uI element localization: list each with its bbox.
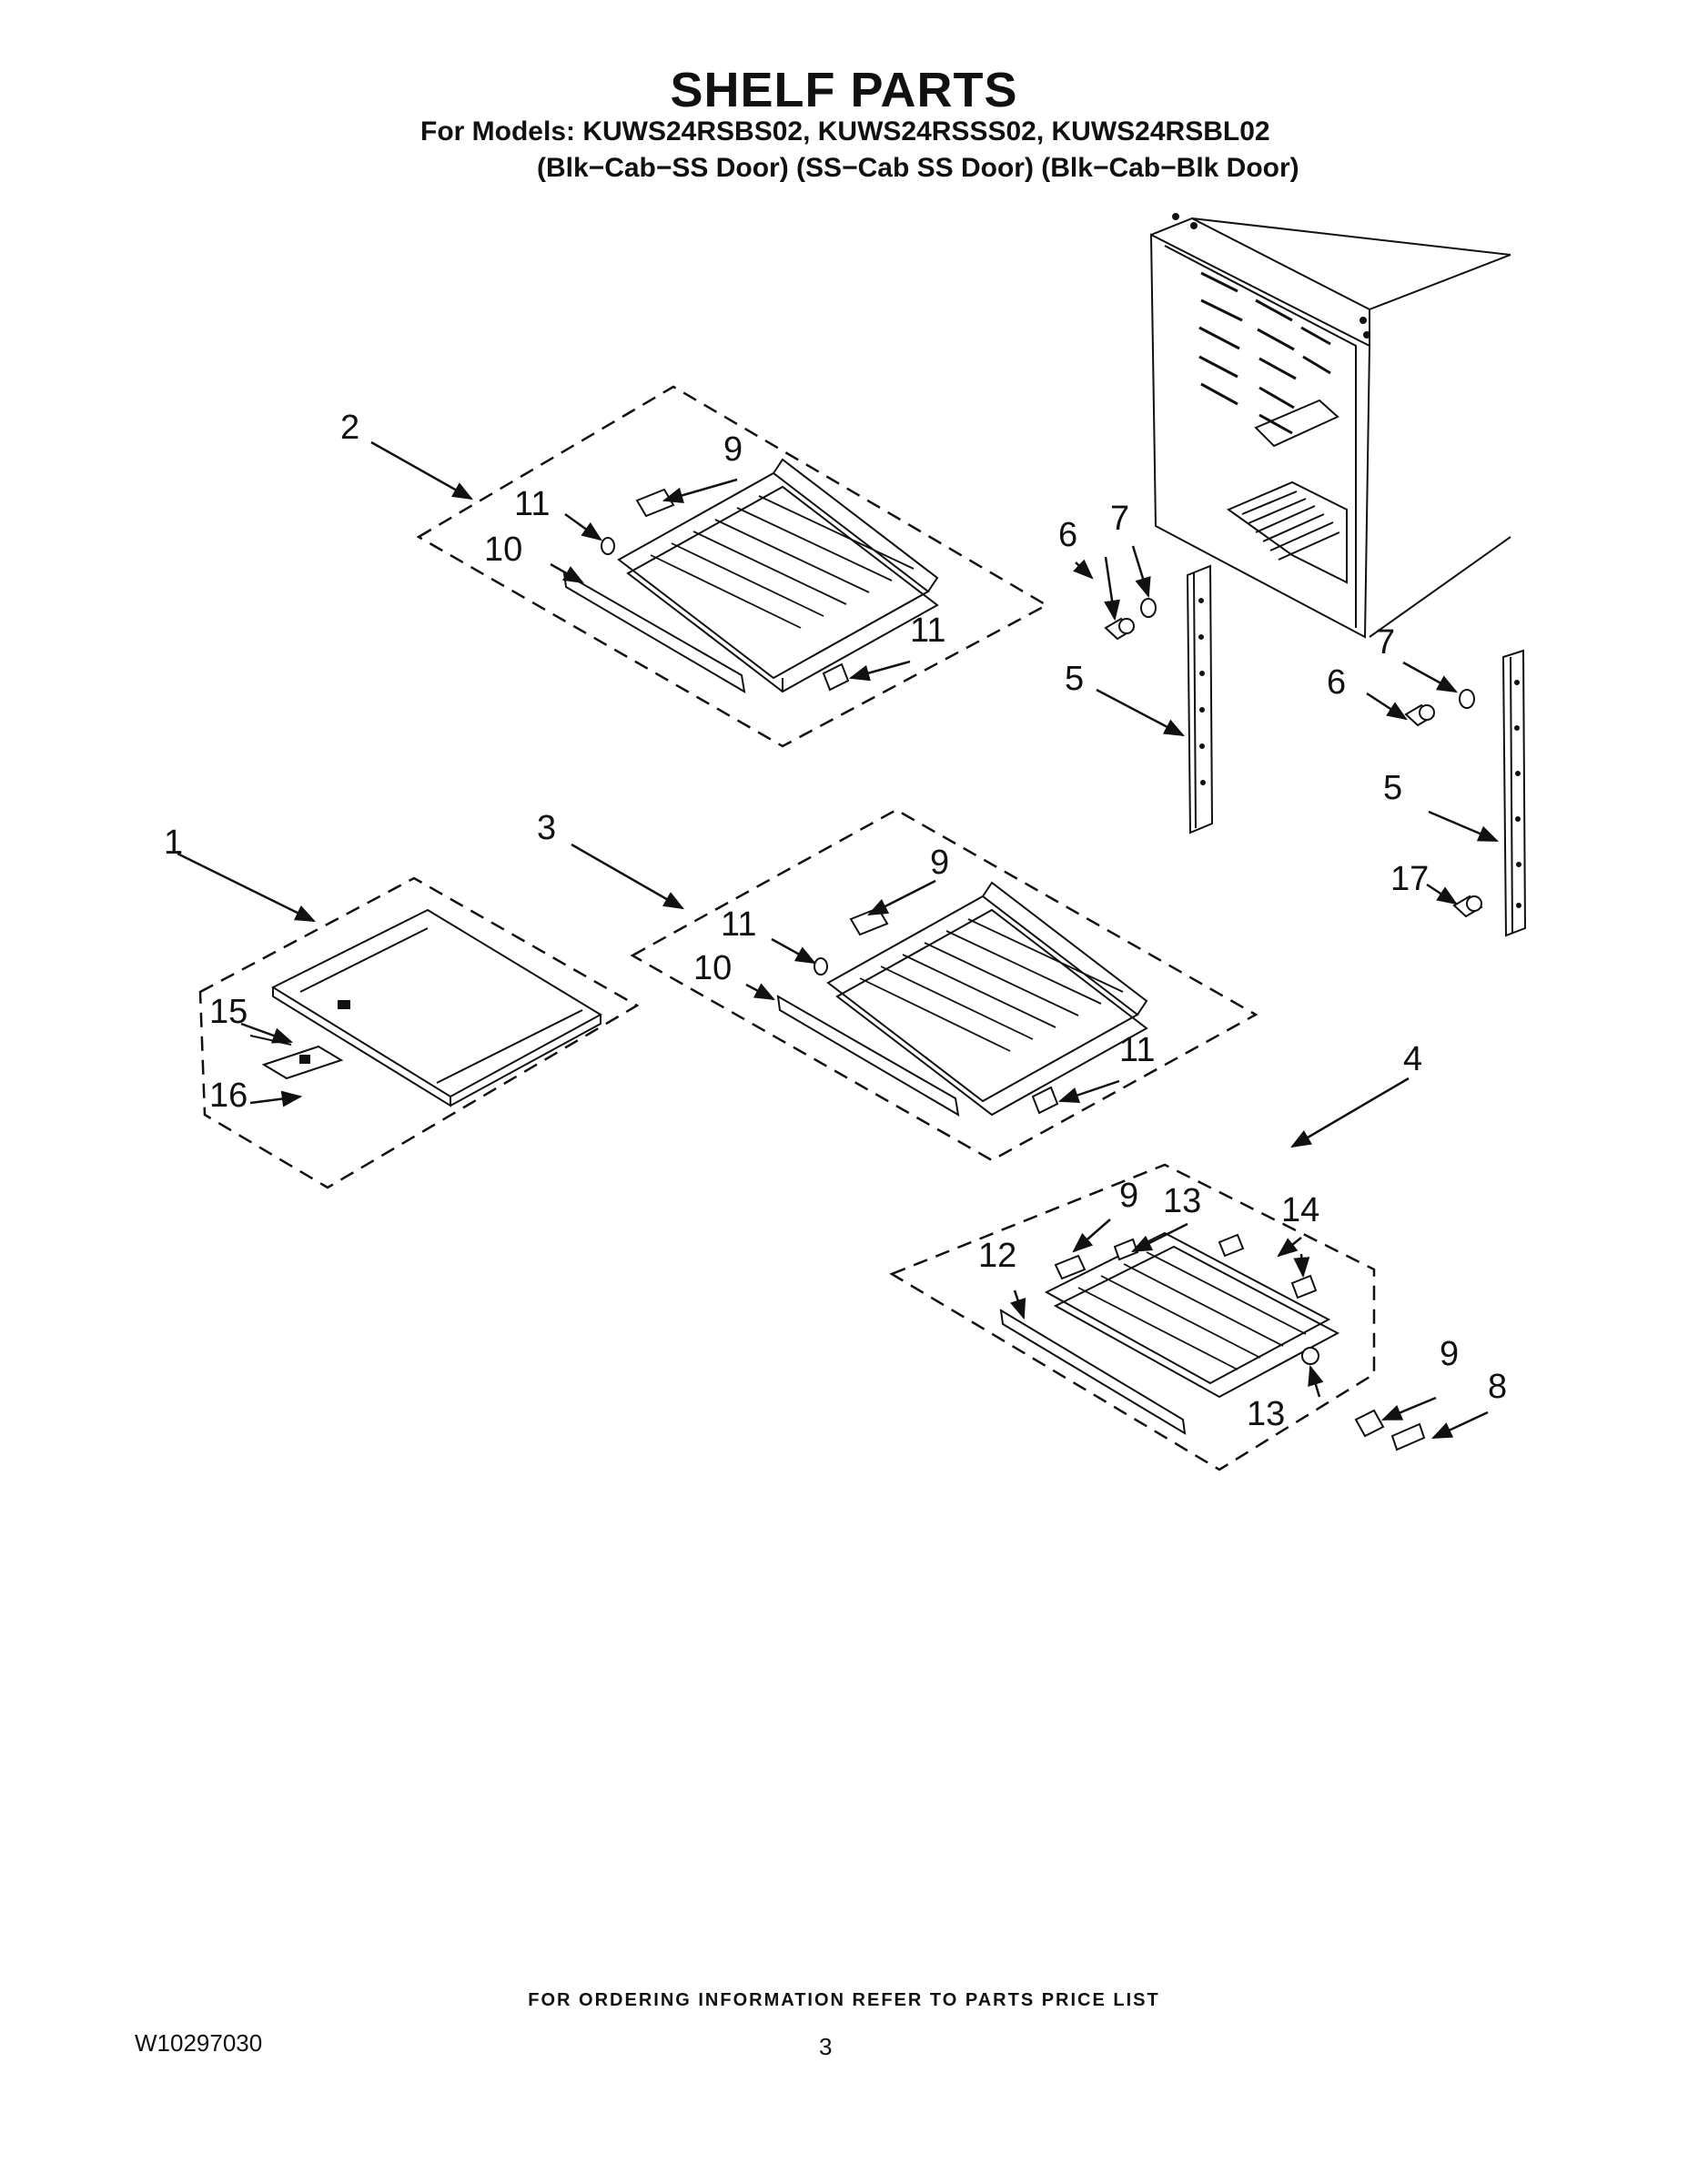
- callout-11-shelf2-right: 11: [910, 612, 945, 650]
- callout-10-shelf3: 10: [693, 949, 732, 987]
- callout-9-bracket: 9: [1440, 1335, 1459, 1373]
- callout-1: 1: [164, 824, 183, 862]
- callout-9-shelf3: 9: [930, 844, 949, 882]
- callout-11-shelf2-left: 11: [514, 485, 550, 523]
- callout-14: 14: [1281, 1191, 1319, 1229]
- callout-7-right: 7: [1376, 623, 1395, 662]
- shelf-assembly-3: [630, 808, 1258, 1162]
- callout-labels: 1 2 3 4 5 5 6 6 7 7 8 9 9 9 9 10 10 11 1…: [164, 409, 1507, 1433]
- page-number: 3: [819, 2033, 833, 2060]
- callout-11-shelf3-left: 11: [721, 905, 756, 944]
- document-id: W10297030: [135, 2029, 263, 2057]
- callout-13-top: 13: [1163, 1182, 1201, 1220]
- page-title: SHELF PARTS: [670, 63, 1018, 117]
- callout-11-shelf3-right: 11: [1119, 1031, 1155, 1069]
- shelf-rail-left: [1186, 564, 1214, 834]
- callout-17: 17: [1390, 860, 1429, 898]
- callout-8: 8: [1488, 1368, 1507, 1406]
- callout-7-left: 7: [1110, 500, 1129, 538]
- ordering-note: FOR ORDERING INFORMATION REFER TO PARTS …: [528, 1990, 1160, 2010]
- shelf-rail-right: [1501, 649, 1527, 937]
- callout-12: 12: [978, 1237, 1016, 1275]
- callout-5-left: 5: [1065, 660, 1084, 698]
- callout-9-drawer: 9: [1119, 1177, 1138, 1215]
- callout-10-shelf2: 10: [484, 531, 522, 569]
- shelf-assembly-1: [198, 876, 640, 1189]
- leader-lines: [177, 440, 1500, 1440]
- callout-4: 4: [1403, 1040, 1422, 1078]
- callout-6-left: 6: [1058, 516, 1077, 554]
- shelf-assembly-2: [416, 385, 1049, 748]
- variants-line: (Blk−Cab−SS Door) (SS−Cab SS Door) (Blk−…: [537, 153, 1299, 183]
- callout-2: 2: [340, 409, 359, 447]
- callout-5-right: 5: [1383, 769, 1402, 807]
- callout-13-bottom: 13: [1247, 1395, 1285, 1433]
- callout-6-right: 6: [1327, 663, 1346, 702]
- callout-3: 3: [537, 809, 556, 847]
- callout-9-shelf2: 9: [723, 430, 743, 469]
- callout-15: 15: [209, 993, 248, 1031]
- shelf-assembly-4: [889, 1163, 1426, 1471]
- cabinet-drawing: [1149, 213, 1511, 639]
- rail-hardware: [1104, 598, 1483, 918]
- callout-16: 16: [209, 1077, 248, 1115]
- models-line: For Models: KUWS24RSBS02, KUWS24RSSS02, …: [420, 116, 1270, 147]
